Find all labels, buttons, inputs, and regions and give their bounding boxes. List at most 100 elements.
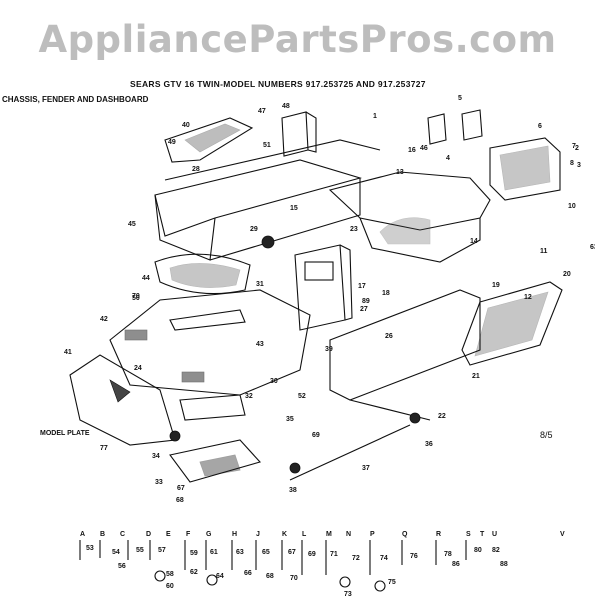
hardware-number-62: 62: [190, 569, 198, 576]
hardware-letter-A: A: [80, 531, 85, 538]
hardware-number-80: 80: [474, 547, 482, 554]
hardware-letter-K: K: [282, 531, 287, 538]
callout-41: 41: [64, 349, 72, 356]
callout-18: 18: [382, 290, 390, 297]
hardware-letter-U: U: [492, 531, 497, 538]
callout-49: 49: [168, 139, 176, 146]
callout-68: 68: [176, 497, 184, 504]
callout-27: 27: [360, 306, 368, 313]
callout-30: 30: [270, 378, 278, 385]
pedal-rod-part: [289, 424, 411, 481]
bushing-part: [409, 412, 421, 424]
hardware-number-75: 75: [388, 579, 396, 586]
callout-10: 10: [568, 203, 576, 210]
callout-22: 22: [438, 413, 446, 420]
callout-1: 1: [373, 113, 377, 120]
hardware-number-70: 70: [290, 575, 298, 582]
callout-5: 5: [458, 95, 462, 102]
hardware-number-55: 55: [136, 547, 144, 554]
callout-31: 31: [256, 281, 264, 288]
callout-14: 14: [470, 238, 478, 245]
hardware-number-72: 72: [352, 555, 360, 562]
cylinder-part: [261, 235, 275, 249]
knob-part: [169, 430, 181, 442]
hardware-number-86: 86: [452, 561, 460, 568]
model-plate-label: MODEL PLATE: [40, 430, 90, 437]
diagram-title: SEARS GTV 16 TWIN-MODEL NUMBERS 917.2537…: [130, 79, 426, 89]
hardware-number-82: 82: [492, 547, 500, 554]
callout-67: 67: [177, 485, 185, 492]
callout-29: 29: [250, 226, 258, 233]
callout-69: 69: [312, 432, 320, 439]
bracket-part: [281, 111, 317, 157]
hardware-number-56: 56: [118, 563, 126, 570]
callout-3: 3: [577, 162, 581, 169]
callout-26: 26: [385, 333, 393, 340]
hardware-letter-D: D: [146, 531, 151, 538]
callout-6: 6: [538, 123, 542, 130]
callout-17: 17: [358, 283, 366, 290]
hardware-letter-G: G: [206, 531, 212, 538]
callout-21: 21: [472, 373, 480, 380]
upper-panel-part: [164, 117, 254, 163]
hardware-number-63: 63: [236, 549, 244, 556]
hardware-letter-L: L: [302, 531, 307, 538]
callout-23: 23: [350, 226, 358, 233]
hardware-letter-E: E: [166, 531, 171, 538]
hardware-number-66: 66: [244, 570, 252, 577]
model-plate-part: [69, 354, 176, 446]
hood-part: [328, 171, 491, 263]
callout-15: 15: [290, 205, 298, 212]
callout-layer: 1234567810111213141516171819202122232426…: [64, 95, 595, 504]
step-plate-part: [461, 281, 563, 366]
bracket-small-part: [427, 109, 483, 145]
callout-52: 52: [298, 393, 306, 400]
callout-45: 45: [128, 221, 136, 228]
hardware-letter-V: V: [560, 531, 565, 538]
side-frame-part: [329, 289, 481, 421]
battery-tray-part: [169, 439, 262, 483]
callout-43: 43: [256, 341, 264, 348]
hardware-letter-H: H: [232, 531, 237, 538]
callout-51: 51: [263, 142, 271, 149]
callout-20: 20: [563, 271, 571, 278]
callout-4: 4: [446, 155, 450, 162]
callout-40: 40: [182, 122, 190, 129]
hardware-number-74: 74: [380, 555, 388, 562]
callout-34: 34: [152, 453, 160, 460]
hardware-number-60: 60: [166, 583, 174, 590]
hardware-number-71: 71: [330, 551, 338, 558]
callout-28: 28: [192, 166, 200, 173]
callout-32: 32: [245, 393, 253, 400]
watermark: AppliancePartsPros.com: [38, 18, 557, 61]
hardware-number-53: 53: [86, 545, 94, 552]
hardware-number-67: 67: [288, 549, 296, 556]
hardware-letter-F: F: [186, 531, 191, 538]
callout-50: 50: [132, 295, 140, 302]
hardware-letter-N: N: [346, 531, 351, 538]
rear-fender-part: [109, 289, 311, 396]
hardware-number-64: 64: [216, 573, 224, 580]
hardware-letter-T: T: [480, 531, 485, 538]
callout-46: 46: [420, 145, 428, 152]
hardware-letter-C: C: [120, 531, 125, 538]
callout-8: 8: [570, 160, 574, 167]
callout-7: 7: [572, 143, 576, 150]
console-part: [489, 137, 561, 201]
callout-47: 47: [258, 108, 266, 115]
callout-2: 2: [575, 145, 579, 152]
callout-35: 35: [286, 416, 294, 423]
callout-77: 77: [100, 445, 108, 452]
callout-38: 38: [289, 487, 297, 494]
callout-33: 33: [155, 479, 163, 486]
dashboard-tower-part: [294, 244, 353, 331]
callout-63: 63: [590, 244, 595, 251]
hardware-number-61: 61: [210, 549, 218, 556]
hardware-number-76: 76: [410, 553, 418, 560]
callout-37: 37: [362, 465, 370, 472]
callout-11: 11: [540, 248, 548, 255]
hardware-letter-J: J: [256, 531, 260, 538]
callout-16: 16: [408, 147, 416, 154]
section-title: CHASSIS, FENDER AND DASHBOARD: [2, 95, 149, 104]
